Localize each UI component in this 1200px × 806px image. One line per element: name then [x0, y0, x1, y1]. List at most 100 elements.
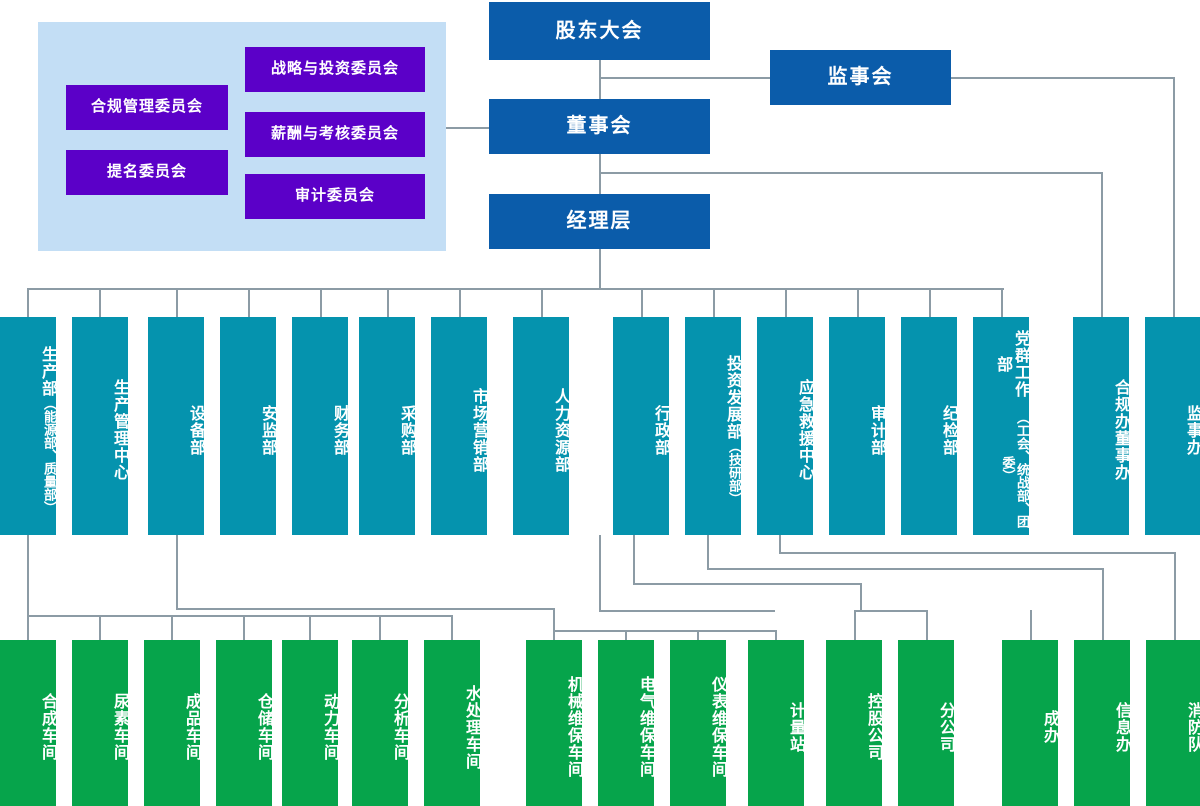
connector-drop-unit-12 [854, 610, 856, 640]
connector-emergency-down2 [1102, 568, 1104, 640]
committee-strategy-investment[interactable]: 战略与投资委员会 [245, 47, 425, 92]
unit-synthesis-workshop[interactable]: 合成车间 [0, 640, 56, 806]
connector-drop-unit-13 [926, 610, 928, 640]
unit-fire-brigade[interactable]: 消防队 [1146, 640, 1200, 806]
node-shareholders-meeting[interactable]: 股东大会 [489, 2, 710, 60]
dept-audit[interactable]: 审计部 [829, 317, 885, 535]
connector-drop-unit-14 [1030, 610, 1032, 640]
unit-mechanical-maintenance-workshop[interactable]: 机械维保车间 [526, 640, 582, 806]
unit-cheng-office[interactable]: 成办 [1002, 640, 1058, 806]
connector-emergency-right [707, 568, 1104, 570]
unit-analysis-workshop-label: 分析车间 [391, 693, 408, 761]
connector-invest-right [633, 583, 860, 585]
dept-equipment-label: 设备部 [187, 404, 204, 456]
dept-compliance-board-office-label: 合规办董事办 [1112, 379, 1129, 481]
connector-board-to-management [599, 153, 601, 197]
dept-party-work-sub: （工会、统战部、团委） [1000, 410, 1030, 528]
unit-water-treatment-workshop[interactable]: 水处理车间 [424, 640, 480, 806]
connector-drop-dept-13 [929, 288, 931, 317]
connector-drop-unit-9 [625, 630, 627, 640]
unit-power-workshop[interactable]: 动力车间 [282, 640, 338, 806]
connector-drop-unit-7 [451, 615, 453, 640]
node-management[interactable]: 经理层 [489, 194, 710, 249]
connector-drop-unit-6 [379, 615, 381, 640]
connector-unit-bus-c [854, 610, 926, 612]
connector-drop-dept-7 [459, 288, 461, 317]
connector-drop-unit-4 [243, 615, 245, 640]
dept-finance[interactable]: 财务部 [292, 317, 348, 535]
unit-finished-product-workshop[interactable]: 成品车间 [144, 640, 200, 806]
connector-drop-dept-5 [320, 288, 322, 317]
dept-administration-label: 行政部 [652, 404, 669, 456]
node-board-of-supervisors[interactable]: 监事会 [770, 50, 951, 105]
dept-discipline-inspection[interactable]: 纪检部 [901, 317, 957, 535]
committee-audit[interactable]: 审计委员会 [245, 174, 425, 219]
connector-drop-dept-1 [27, 288, 29, 317]
connector-drop-dept-14 [1001, 288, 1003, 317]
connector-drop-dept-9 [641, 288, 643, 317]
connector-workshop-bus-a [27, 615, 451, 617]
dept-marketing[interactable]: 市场营销部 [431, 317, 487, 535]
dept-human-resources-label: 人力资源部 [552, 387, 569, 473]
connector-drop-unit-10 [697, 630, 699, 640]
connector-board-to-committees [425, 127, 489, 129]
connector-drop-dept-2 [99, 288, 101, 317]
dept-party-work[interactable]: 党群工作部 （工会、统战部、团委） [973, 317, 1030, 535]
connector-board-right-down [1101, 172, 1103, 317]
dept-marketing-label: 市场营销部 [470, 387, 487, 473]
unit-analysis-workshop[interactable]: 分析车间 [352, 640, 408, 806]
unit-metering-station[interactable]: 计量站 [748, 640, 804, 806]
dept-production-management-center[interactable]: 生产管理中心 [72, 317, 128, 535]
unit-urea-workshop[interactable]: 尿素车间 [72, 640, 128, 806]
dept-party-work-main: 党群工作部 [994, 330, 1029, 399]
dept-equipment[interactable]: 设备部 [148, 317, 204, 535]
dept-party-work-text: 党群工作部 （工会、统战部、团委） [993, 325, 1030, 535]
connector-party-down2 [1174, 552, 1176, 640]
committee-nomination[interactable]: 提名委员会 [66, 150, 228, 195]
committee-compensation-appraisal[interactable]: 薪酬与考核委员会 [245, 112, 425, 157]
node-board-of-directors[interactable]: 董事会 [489, 99, 710, 154]
unit-warehouse-workshop[interactable]: 仓储车间 [216, 640, 272, 806]
dept-safety-supervision[interactable]: 安监部 [220, 317, 276, 535]
dept-investment-development[interactable]: 投资发展部 （技研部） [685, 317, 742, 535]
connector-production-down [27, 535, 29, 615]
dept-compliance-board-office[interactable]: 合规办董事办 [1073, 317, 1129, 535]
connector-department-bus-left [27, 288, 600, 290]
connector-drop-dept-4 [248, 288, 250, 317]
connector-department-bus-right [599, 288, 1004, 290]
committee-compliance-management[interactable]: 合规管理委员会 [66, 85, 228, 130]
dept-procurement-label: 采购部 [398, 404, 415, 456]
connector-management-down [599, 249, 601, 288]
connector-party-down [779, 535, 781, 552]
dept-safety-supervision-label: 安监部 [259, 404, 276, 456]
dept-supervisors-office[interactable]: 监事办 [1145, 317, 1200, 535]
dept-administration[interactable]: 行政部 [613, 317, 669, 535]
unit-synthesis-workshop-label: 合成车间 [39, 693, 56, 761]
unit-electrical-maintenance-workshop[interactable]: 电气维保车间 [598, 640, 654, 806]
dept-emergency-rescue-center[interactable]: 应急救援中心 [757, 317, 813, 535]
connector-drop-unit-8 [553, 630, 555, 640]
dept-production[interactable]: 生产部 （能源部、质量部） [0, 317, 57, 535]
unit-warehouse-workshop-label: 仓储车间 [255, 693, 272, 761]
unit-fire-brigade-label: 消防队 [1185, 701, 1200, 753]
unit-branch-company[interactable]: 分公司 [898, 640, 954, 806]
connector-board-right [599, 172, 1103, 174]
dept-procurement[interactable]: 采购部 [359, 317, 415, 535]
unit-instrument-maintenance-workshop[interactable]: 仪表维保车间 [670, 640, 726, 806]
unit-urea-workshop-label: 尿素车间 [111, 693, 128, 761]
unit-information-office-label: 信息办 [1113, 701, 1130, 753]
dept-finance-label: 财务部 [331, 404, 348, 456]
unit-electrical-maintenance-workshop-label: 电气维保车间 [637, 676, 654, 778]
unit-water-treatment-workshop-label: 水处理车间 [463, 684, 480, 770]
connector-drop-unit-11 [775, 630, 777, 640]
unit-holding-company[interactable]: 控股公司 [826, 640, 882, 806]
connector-drop-unit-1 [27, 615, 29, 640]
connector-drop-unit-3 [171, 615, 173, 640]
dept-production-sub: （能源部、质量部） [42, 397, 57, 514]
dept-human-resources[interactable]: 人力资源部 [513, 317, 569, 535]
dept-investment-development-main: 投资发展部 [724, 355, 741, 440]
unit-information-office[interactable]: 信息办 [1074, 640, 1130, 806]
connector-drop-dept-10 [713, 288, 715, 317]
dept-production-main: 生产部 [39, 346, 56, 397]
